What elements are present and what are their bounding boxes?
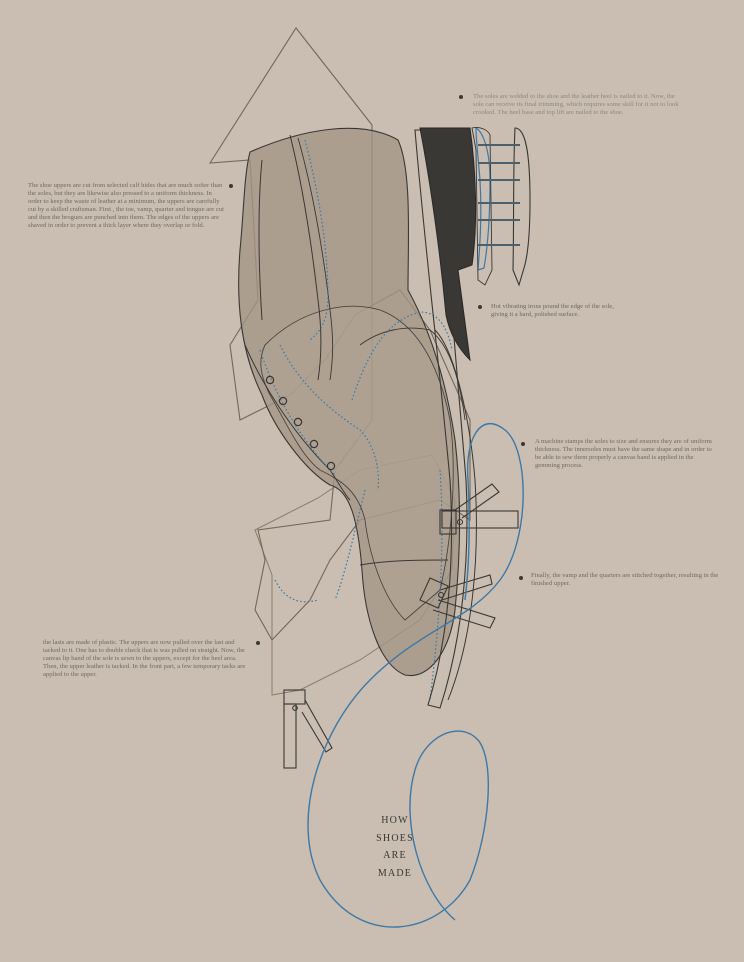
- lace-edge: [244, 344, 351, 501]
- note-bullet: [521, 442, 525, 446]
- eyelet: [278, 396, 288, 406]
- note-irons: Hot vibrating irons pound the edge of th…: [491, 303, 614, 318]
- eyelet: [293, 417, 303, 427]
- stitch-line-quarter: [304, 139, 329, 341]
- heel-lift: [475, 126, 491, 271]
- heel-block: [419, 127, 477, 362]
- tack-icon: [283, 689, 333, 769]
- title-line: HOW: [381, 815, 409, 826]
- heel-base: [512, 127, 531, 287]
- note-stitched: Finally, the vamp and the quarters are s…: [531, 572, 719, 587]
- tack-icon: [439, 483, 519, 535]
- stitch-line-heel: [274, 579, 319, 603]
- title-line: SHOES: [376, 832, 414, 844]
- quarter-curve-inner: [297, 137, 334, 381]
- heel-top-lift: [471, 127, 493, 286]
- note-bullet: [519, 576, 523, 580]
- thread-loop: [307, 423, 524, 928]
- heel-counter-line: [258, 159, 263, 321]
- vamp-panel: [260, 305, 454, 621]
- note-bullet: [229, 184, 233, 188]
- eyelet: [309, 439, 319, 449]
- note-uppers: The shoe uppers are cut from selected ca…: [28, 182, 224, 229]
- insole-strip: [434, 329, 477, 701]
- toe-cap-line: [359, 559, 449, 566]
- eyelet: [326, 461, 336, 471]
- tack-icon: [419, 574, 496, 629]
- note-machine-stamps: A machine stamps the soles to size and e…: [535, 438, 712, 469]
- title-line: ARE: [383, 850, 407, 861]
- stitch-line-eyestay: [259, 349, 336, 476]
- tongue-line: [359, 327, 466, 421]
- note-bullet: [256, 641, 260, 645]
- eyelet: [265, 375, 275, 385]
- leather-upper: [238, 127, 461, 677]
- stitch-line-vamp: [279, 344, 380, 491]
- title-line: MADE: [377, 867, 413, 879]
- outsole-strip: [414, 129, 468, 709]
- note-lasts: the lasts are made of plastic. The upper…: [43, 639, 246, 678]
- stitch-line-throat: [351, 311, 453, 401]
- quarter-curve: [289, 134, 322, 381]
- stitch-line-welt: [429, 469, 443, 701]
- note-soles-nailed: The soles are welded to the shoe and the…: [473, 93, 679, 116]
- poster-title: HOW SHOES ARE MADE: [360, 812, 430, 882]
- note-bullet: [459, 95, 463, 99]
- note-bullet: [478, 305, 482, 309]
